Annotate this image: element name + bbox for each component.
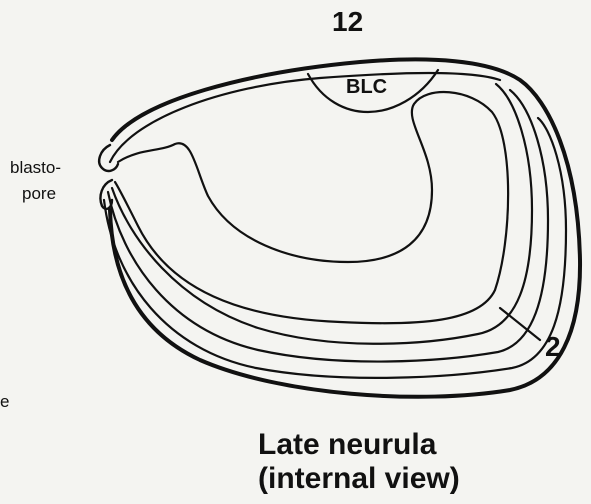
mesoderm-layer-line — [112, 84, 532, 344]
blastopore-label-line1: blasto- — [10, 158, 61, 178]
layer-number-label: 2 — [545, 331, 561, 363]
blastopore-upper-lip — [99, 145, 118, 171]
stage-number: 12 — [332, 6, 363, 38]
edge-text-fragment: e — [0, 392, 9, 412]
caption-subtitle: (internal view) — [258, 462, 460, 496]
caption-title: Late neurula — [258, 428, 436, 462]
layer-pointer-line — [500, 308, 540, 340]
blastopore-label-line2: pore — [22, 184, 56, 204]
blastocoel-label: BLC — [346, 76, 387, 99]
blastopore-lower-lip — [100, 180, 112, 209]
inner-layer-line-3 — [104, 118, 566, 378]
archenteron-roof-line — [110, 73, 500, 162]
endoderm-cavity-outline — [115, 92, 508, 323]
